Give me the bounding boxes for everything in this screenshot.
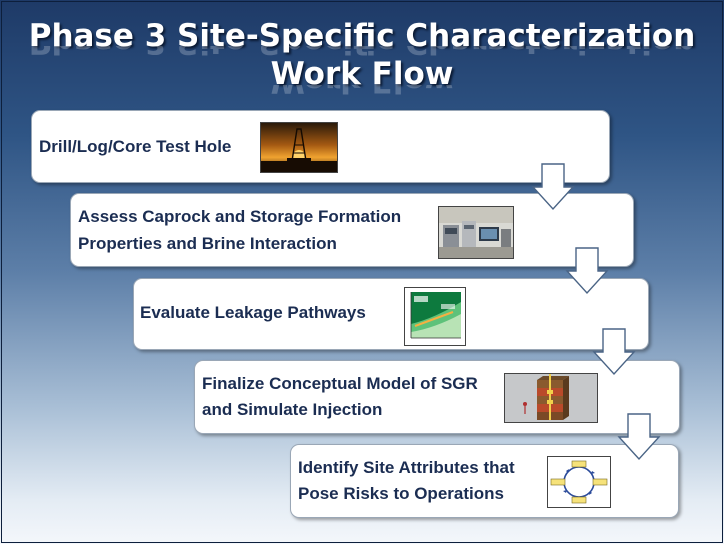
step-5-label-line-2: Pose Risks to Operations (298, 484, 504, 503)
step-2-box: Assess Caprock and Storage Formation Pro… (70, 193, 634, 267)
step-4-box: Finalize Conceptual Model of SGR and Sim… (194, 360, 680, 434)
step-4-label-line-2: and Simulate Injection (202, 400, 383, 419)
step-1-box: Drill/Log/Core Test Hole (31, 110, 610, 183)
step-5-label-line-1: Identify Site Attributes that (298, 458, 515, 477)
laboratory-equipment-photo (438, 206, 514, 259)
step-3-label: Evaluate Leakage Pathways (140, 303, 366, 322)
down-arrow-1-icon (531, 163, 575, 211)
geologic-block-model (504, 373, 598, 423)
down-arrow-2-icon (565, 247, 609, 295)
step-2-label-line-2: Properties and Brine Interaction (78, 234, 337, 253)
leakage-pathway-chart (404, 287, 466, 346)
step-3-box: Evaluate Leakage Pathways (133, 278, 649, 350)
step-2-label-line-1: Assess Caprock and Storage Formation (78, 207, 402, 226)
risk-cycle-diagram (547, 456, 611, 508)
step-5-box: Identify Site Attributes that Pose Risks… (290, 444, 679, 518)
slide-title-line-1: Phase 3 Site-Specific Characterization (28, 18, 696, 54)
down-arrow-3-icon (592, 328, 636, 376)
oil-rig-sunset-photo (260, 122, 338, 173)
slide-title-line-2: Work Flow (270, 56, 454, 92)
step-1-label: Drill/Log/Core Test Hole (39, 137, 232, 156)
step-4-label-line-1: Finalize Conceptual Model of SGR (202, 374, 478, 393)
down-arrow-4-icon (617, 413, 661, 461)
slide-title-line-2-reflection: Work Flow (0, 85, 724, 99)
